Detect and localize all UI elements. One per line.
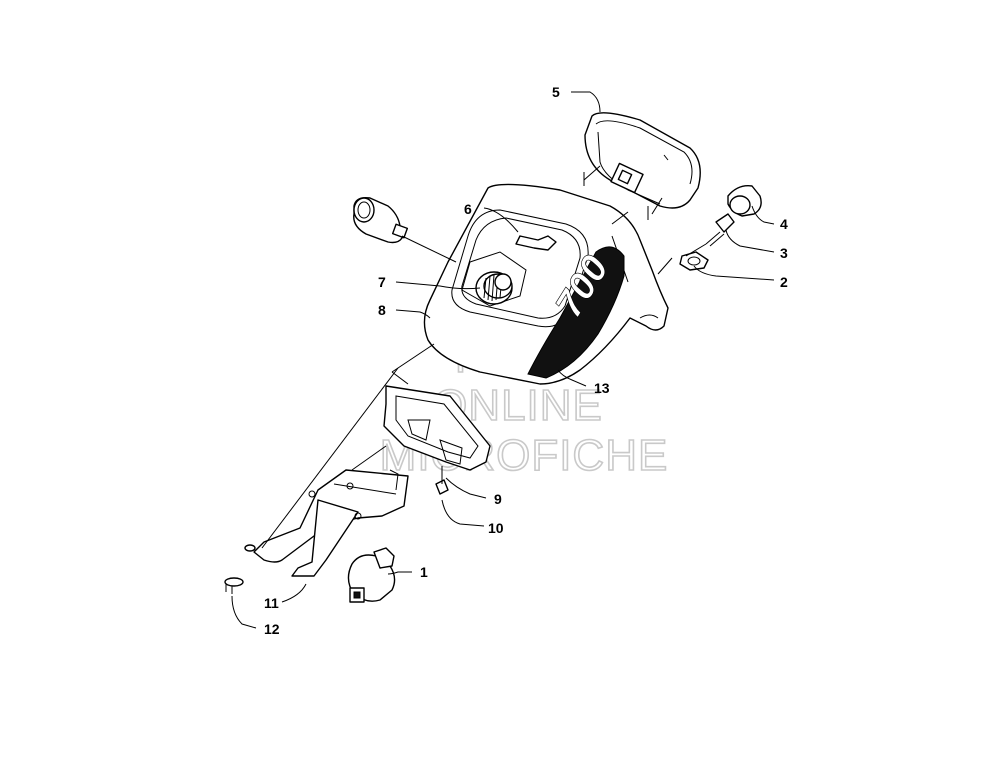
part-key: [705, 213, 735, 247]
part-choke-knob: [475, 271, 513, 305]
callout-5: 5: [552, 84, 560, 100]
part-bracket-lower: [253, 469, 409, 577]
callout-4: 4: [780, 216, 788, 232]
callout-9: 9: [494, 491, 502, 507]
callout-6: 6: [464, 201, 472, 217]
callouts: 1 2 3 4 5 6 7 8 9 10 11 12 13: [264, 84, 788, 637]
callout-2: 2: [780, 274, 788, 290]
callout-3: 3: [780, 245, 788, 261]
part-ignition-switch: [347, 547, 396, 603]
part-rivet: [224, 544, 256, 594]
callout-leaders: [231, 91, 775, 629]
part-gauge: [583, 112, 701, 220]
callout-7: 7: [378, 274, 386, 290]
part-power-socket: [353, 196, 409, 244]
part-console-cover: 700: [423, 183, 669, 385]
callout-8: 8: [378, 302, 386, 318]
part-key-cap: [727, 185, 762, 217]
part-bracket-upper: [383, 385, 491, 471]
callout-11: 11: [264, 595, 279, 611]
callout-10: 10: [488, 520, 504, 536]
part-clip: [435, 479, 449, 495]
part-ignition-nut: [679, 251, 709, 271]
callout-12: 12: [264, 621, 280, 637]
callout-1: 1: [420, 564, 428, 580]
callout-13: 13: [594, 380, 610, 396]
assembly-lines: [261, 211, 707, 549]
